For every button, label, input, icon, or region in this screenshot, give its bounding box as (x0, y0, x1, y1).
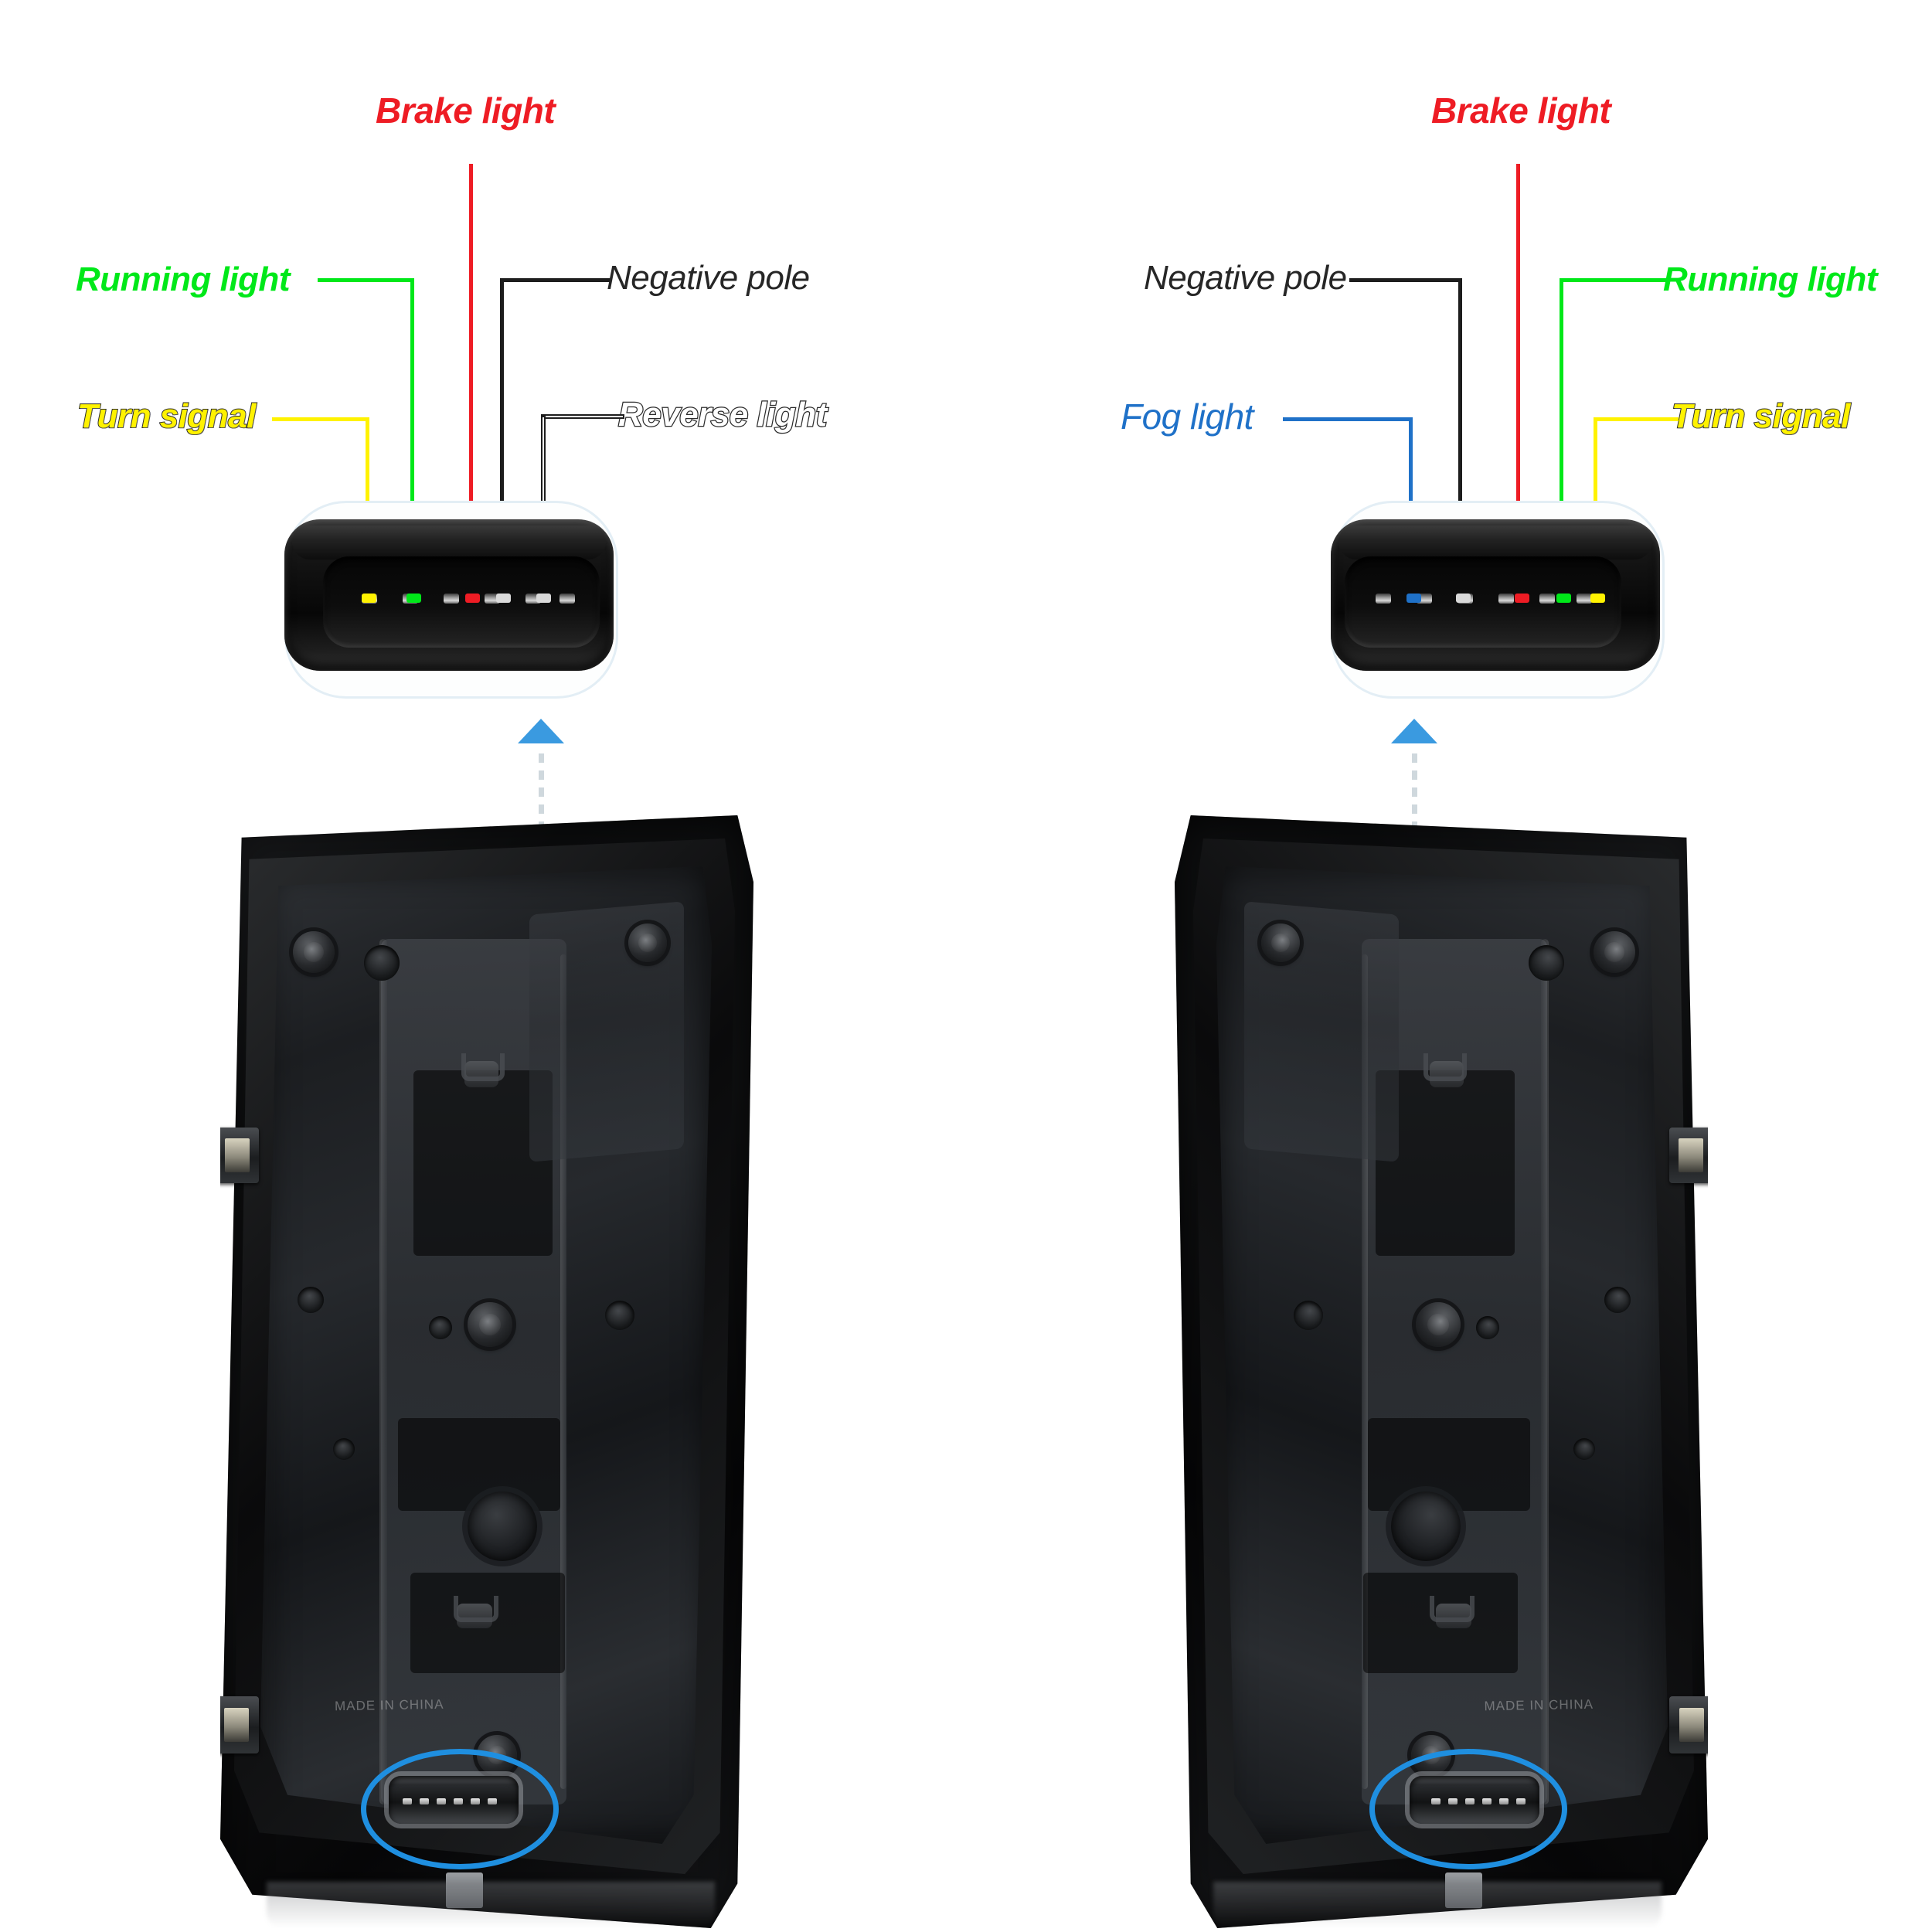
label-brake-light-right: Brake light (1431, 90, 1611, 131)
leader-running-left-horizontal (318, 278, 413, 282)
label-turn-signal-left: Turn signal (77, 396, 257, 436)
clip-left-lower (220, 1696, 259, 1753)
leader-negative-right-vertical (1458, 278, 1462, 590)
hole-mid-left (298, 1287, 324, 1313)
pin-running-light-left (406, 594, 421, 603)
leader-turn-left-horizontal (272, 417, 369, 421)
label-running-light-right: Running light (1663, 260, 1877, 298)
pin-fog-light-right (1406, 594, 1421, 603)
pin-brake-light-left (465, 594, 480, 603)
tail-light-housing-right: MADE IN CHINA (1175, 815, 1708, 1928)
hole-lower-left (333, 1438, 355, 1460)
leader-reverse-left-horizontal-inner (543, 416, 623, 417)
hole-top-centre (364, 945, 400, 981)
leader-brake-left-vertical (469, 164, 473, 590)
housing-molded-text-right: MADE IN CHINA (1484, 1696, 1594, 1714)
connector-plug-left (284, 519, 614, 671)
pin-reverse-light-left (536, 594, 551, 603)
cap-circle (468, 1492, 537, 1561)
guide-arrow-left (518, 719, 564, 743)
leader-brake-right-vertical (1516, 164, 1520, 590)
leader-negative-left-vertical (500, 278, 504, 590)
pin-turn-signal-right (1590, 594, 1605, 603)
label-negative-pole-right: Negative pole (1144, 259, 1347, 297)
hole-mid-centre (429, 1316, 452, 1339)
connector-highlight-ellipse-right (1369, 1749, 1567, 1869)
tab-lower (457, 1604, 492, 1628)
hole-mid-right (605, 1301, 634, 1330)
pin-brake-light-right (1515, 594, 1529, 603)
connector-highlight-ellipse-left (361, 1749, 559, 1869)
leader-running-left-vertical (410, 278, 414, 590)
leader-running-right-horizontal (1560, 278, 1668, 282)
leader-running-right-vertical (1560, 278, 1563, 590)
pin-turn-signal-left (362, 594, 376, 603)
tail-light-housing-left: MADE IN CHINA (220, 815, 753, 1928)
label-negative-pole-left: Negative pole (607, 259, 810, 297)
label-turn-signal-right: Turn signal (1671, 396, 1851, 436)
bracket-upper (461, 1053, 505, 1081)
label-brake-light-left: Brake light (376, 90, 556, 131)
pin-running-light-right (1556, 594, 1571, 603)
pin-negative-pole-right (1456, 594, 1471, 603)
housing-molded-text: MADE IN CHINA (334, 1696, 444, 1714)
leader-negative-left-horizontal (500, 278, 610, 282)
label-reverse-light-left: Reverse light (617, 395, 828, 435)
label-running-light-left: Running light (76, 260, 290, 298)
pin-negative-pole-left (496, 594, 511, 603)
clip-left-upper (220, 1128, 259, 1183)
tab-upper (464, 1061, 498, 1087)
label-fog-light-right: Fog light (1121, 396, 1253, 437)
leader-turn-right-horizontal (1594, 417, 1679, 421)
bracket-lower (454, 1596, 498, 1622)
bolt-middle (468, 1302, 512, 1347)
mounting-foot (446, 1872, 483, 1908)
guide-arrow-right (1391, 719, 1437, 743)
bolt-upper-left (293, 931, 335, 973)
leader-negative-right-horizontal (1349, 278, 1462, 282)
bolt-upper-right (628, 923, 667, 962)
leader-fog-right-horizontal (1283, 417, 1413, 421)
connector-plug-right (1331, 519, 1660, 671)
